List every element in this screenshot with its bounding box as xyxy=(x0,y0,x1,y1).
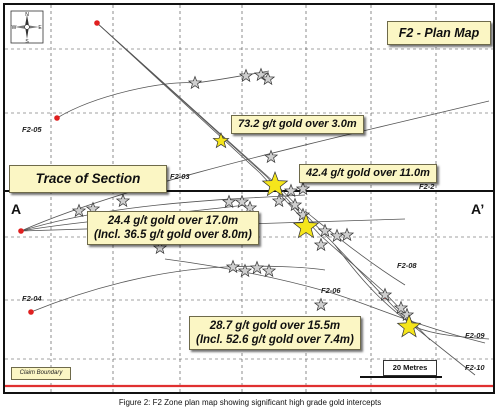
claim-boundary-label: Claim Boundary xyxy=(11,367,71,380)
hole-label-f2-2: F2-2 xyxy=(419,182,435,191)
sample-star xyxy=(313,237,329,252)
compass-w: W xyxy=(12,25,17,31)
hole-label-f2-08: F2-08 xyxy=(397,261,417,270)
sample-star xyxy=(393,300,409,315)
intercept-callout-1: 73.2 g/t gold over 3.0m xyxy=(231,115,364,134)
compass-e: E xyxy=(38,25,42,31)
high-grade-star xyxy=(261,170,289,197)
highlight-stars xyxy=(212,132,422,338)
hole-label-f2-04: F2-04 xyxy=(22,294,42,303)
sample-star xyxy=(317,223,333,238)
sample-star xyxy=(339,227,355,242)
trace-of-section-label: Trace of Section xyxy=(9,165,167,193)
compass-icon: N S E W xyxy=(10,10,44,45)
map-title: F2 - Plan Map xyxy=(387,21,491,45)
high-grade-star xyxy=(396,314,422,338)
section-start-label: A xyxy=(11,201,22,217)
sample-star xyxy=(399,307,415,322)
compass-s: S xyxy=(25,39,29,45)
scale-label: 20 Metres xyxy=(383,360,437,376)
sample-star xyxy=(253,67,269,82)
sample-star xyxy=(249,260,265,275)
sample-star xyxy=(71,203,87,218)
sample-star xyxy=(237,263,253,278)
sample-star xyxy=(260,71,276,86)
hole-label-f2-03: F2-03 xyxy=(170,172,190,181)
sample-star xyxy=(295,181,311,196)
sample-star xyxy=(187,75,203,90)
section-end-label: A’ xyxy=(471,201,485,217)
map-canvas: N S E W xyxy=(5,5,493,392)
hole-label-f2-05: F2-05 xyxy=(22,125,42,134)
hole-label-f2-06: F2-06 xyxy=(321,286,341,295)
high-grade-star xyxy=(292,212,320,239)
intercept-3-line1: 24.4 g/t gold over 17.0m xyxy=(107,215,239,227)
intercept-2-line1: 42.4 g/t gold over 11.0m xyxy=(306,167,430,179)
high-grade-star xyxy=(212,132,230,149)
sample-star xyxy=(313,297,329,312)
sample-star xyxy=(271,193,287,208)
sample-star xyxy=(287,197,303,212)
sample-star xyxy=(115,193,131,208)
plain-stars xyxy=(71,67,415,322)
sample-star xyxy=(238,68,254,83)
intercept-callout-3: 24.4 g/t gold over 17.0m (Incl. 36.5 g/t… xyxy=(87,211,259,245)
intercept-callout-2: 42.4 g/t gold over 11.0m xyxy=(299,164,437,183)
sample-star xyxy=(152,240,168,255)
sample-star xyxy=(263,149,279,164)
sample-star xyxy=(377,287,393,302)
sample-star xyxy=(221,194,237,209)
sample-star xyxy=(242,200,258,215)
sample-star xyxy=(261,263,277,278)
figure-caption: Figure 2: F2 Zone plan map showing signi… xyxy=(118,398,382,407)
plan-map: N S E W F2 - Plan Map Trace of Section A… xyxy=(3,3,495,394)
intercept-3-line2: (Incl. 36.5 g/t gold over 8.0m) xyxy=(94,229,252,241)
sample-star xyxy=(295,207,311,222)
intercept-4-line2: (Incl. 52.6 g/t gold over 7.4m) xyxy=(196,334,354,346)
intercept-4-line1: 28.7 g/t gold over 15.5m xyxy=(209,320,341,332)
hole-label-f2-10: F2-10 xyxy=(465,363,485,372)
hole-label-f2-09: F2-09 xyxy=(465,331,485,340)
intercept-1-line1: 73.2 g/t gold over 3.0m xyxy=(238,118,357,130)
sample-star xyxy=(234,194,250,209)
sample-star xyxy=(225,259,241,274)
compass-n: N xyxy=(25,12,29,18)
sample-star xyxy=(283,183,299,198)
intercept-callout-4: 28.7 g/t gold over 15.5m (Incl. 52.6 g/t… xyxy=(189,316,361,350)
